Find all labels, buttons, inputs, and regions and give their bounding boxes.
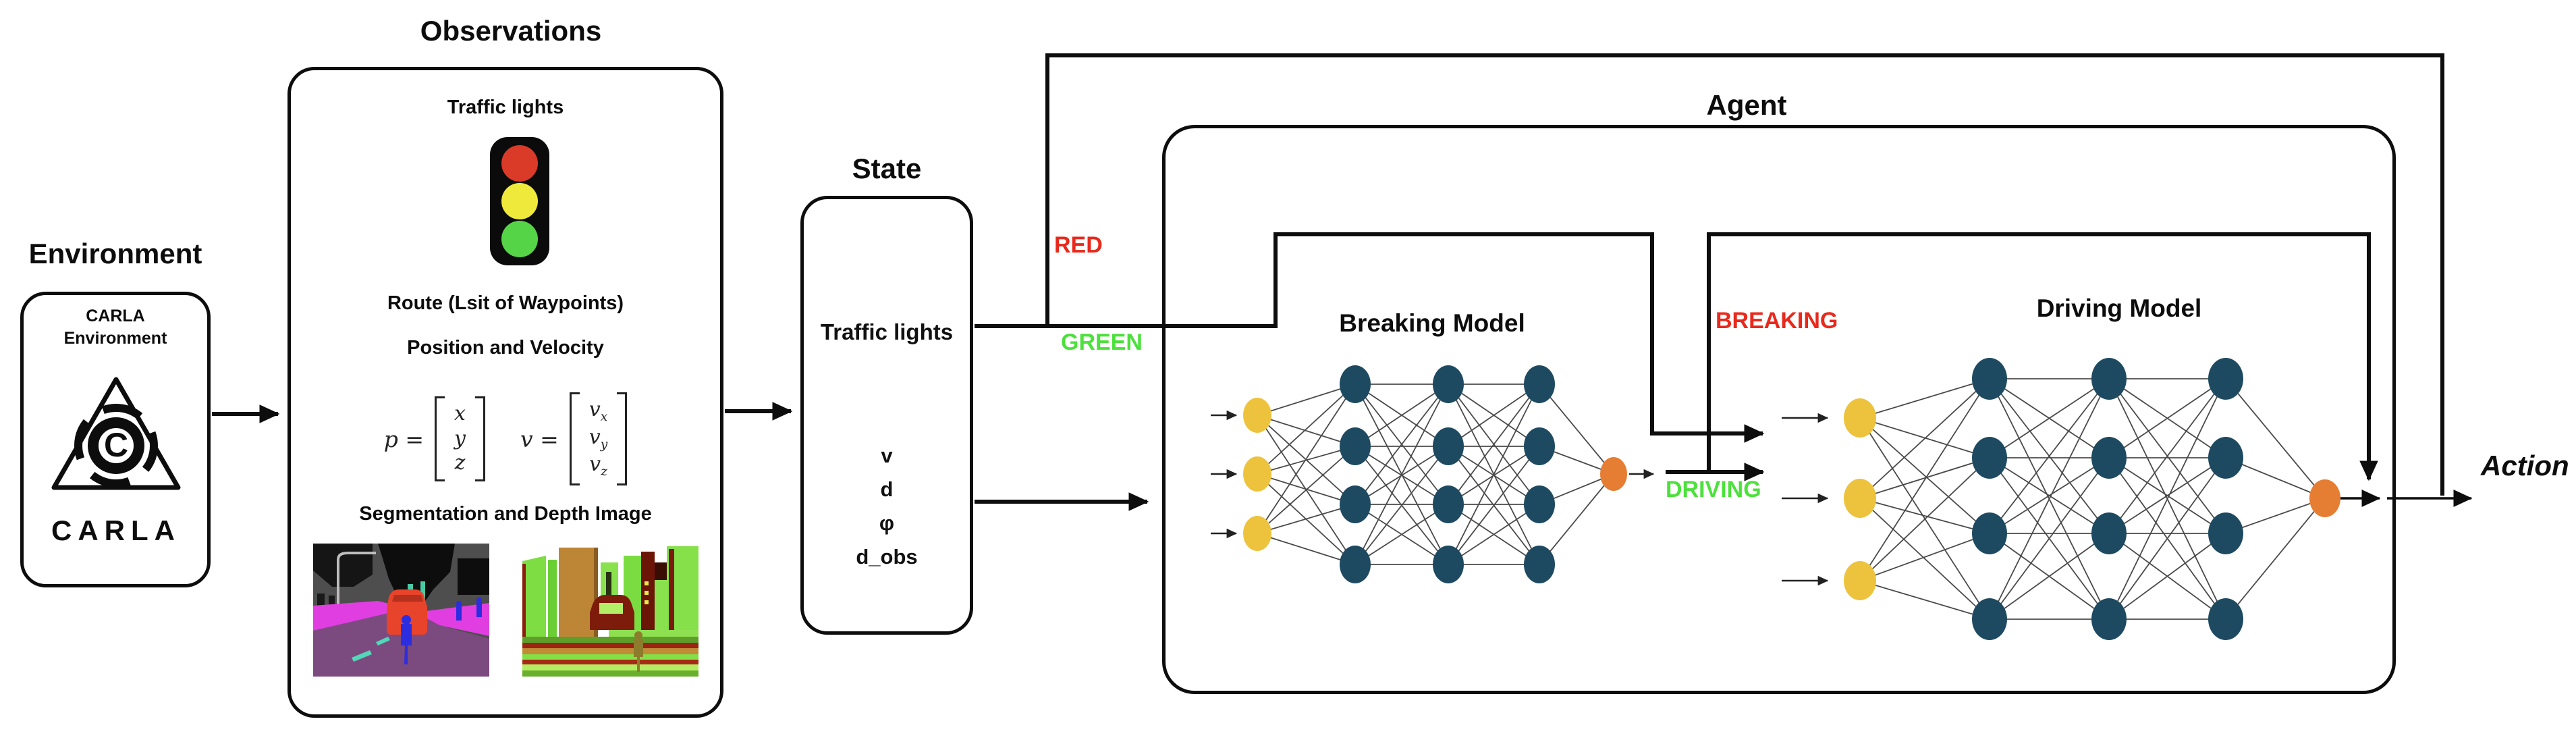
traffic-light-green-lamp xyxy=(501,221,538,257)
traffic-light-red-lamp xyxy=(501,145,538,182)
action-label: Action xyxy=(2481,450,2569,481)
v-equals: v = xyxy=(520,425,559,452)
position-vector-formula: p = x y z xyxy=(384,396,485,481)
state-variables: v d φ d_obs xyxy=(800,439,973,574)
breaking-model-title: Breaking Model xyxy=(1339,309,1525,337)
driving-model-title: Driving Model xyxy=(2036,294,2202,322)
v-row-z: vz xyxy=(589,452,607,479)
environment-title: Environment xyxy=(28,238,202,269)
state-var-phi: φ xyxy=(879,511,895,535)
p-row-x: x xyxy=(454,402,466,426)
right-bracket xyxy=(474,396,485,481)
state-var-dobs: d_obs xyxy=(856,545,918,569)
position-velocity-label: Position and Velocity xyxy=(407,337,604,359)
traffic-light-icon xyxy=(490,137,549,265)
state-box xyxy=(800,196,973,635)
observations-traffic-lights-label: Traffic lights xyxy=(447,97,564,118)
route-label: Route (Lsit of Waypoints) xyxy=(387,292,624,314)
agent-box xyxy=(1162,125,2396,694)
position-velocity-formula: p = x y z v = vx vy vz xyxy=(287,392,723,486)
observations-title: Observations xyxy=(420,15,602,47)
right-bracket xyxy=(617,392,628,486)
state-title: State xyxy=(852,153,922,184)
v-row-y: vy xyxy=(588,425,608,452)
velocity-vector-formula: v = vx vy vz xyxy=(520,392,628,486)
traffic-light-yellow-lamp xyxy=(501,183,538,219)
v-row-x: vx xyxy=(588,398,608,424)
state-var-v: v xyxy=(881,444,893,467)
p-row-y: y xyxy=(454,426,466,450)
carla-logo-letter: C xyxy=(104,426,128,464)
segmentation-image xyxy=(313,544,489,677)
state-var-d: d xyxy=(880,477,894,501)
carla-logo-dashed-ring xyxy=(74,404,158,487)
p-equals: p = xyxy=(383,425,424,452)
driving-wire-label: DRIVING xyxy=(1666,477,1761,502)
carla-logo: C CARLA xyxy=(51,377,181,546)
depth-image xyxy=(522,544,698,677)
carla-logo-inner-circle xyxy=(88,417,144,474)
segmentation-depth-label: Segmentation and Depth Image xyxy=(359,503,652,525)
carla-environment-label: CARLA Environment xyxy=(63,307,167,348)
agent-title: Agent xyxy=(1706,89,1787,121)
green-wire-label: GREEN xyxy=(1061,330,1143,355)
left-bracket xyxy=(569,392,580,486)
left-bracket xyxy=(435,396,445,481)
carla-wordmark: CARLA xyxy=(51,515,181,546)
state-traffic-lights-label: Traffic lights xyxy=(820,319,954,344)
red-wire-label: RED xyxy=(1054,232,1103,258)
breaking-wire-label: BREAKING xyxy=(1716,308,1838,334)
p-row-z: z xyxy=(454,451,466,475)
